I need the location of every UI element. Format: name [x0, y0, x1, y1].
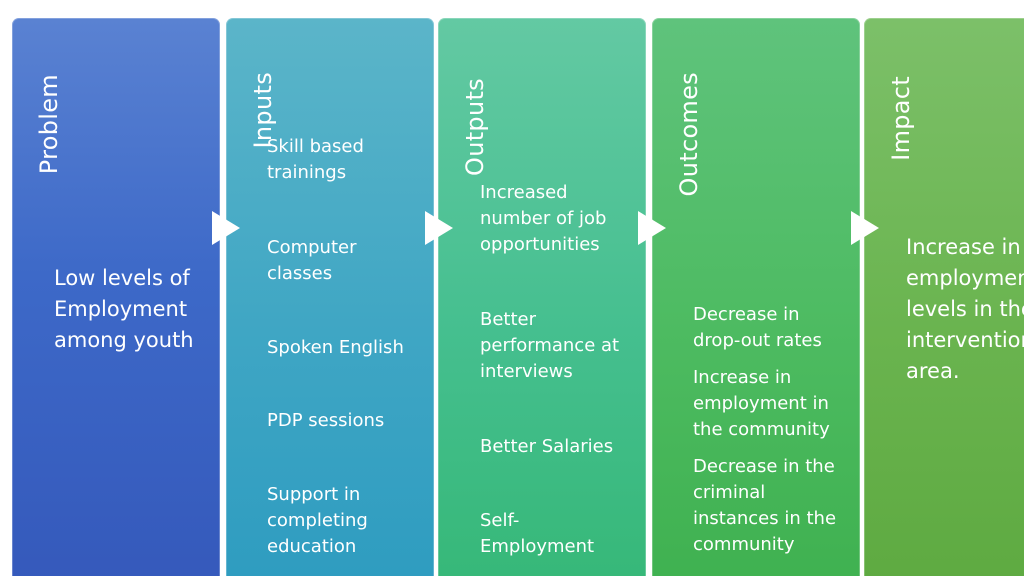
- impact-panel: Impact Increase in employment levels in …: [864, 18, 1024, 576]
- outputs-item: Better performance at interviews: [480, 309, 620, 382]
- outcomes-title: Outcomes: [675, 72, 703, 197]
- impact-text: Increase in employment levels in the int…: [906, 235, 1024, 383]
- outcomes-item: Decrease in the criminal instances in th…: [693, 456, 837, 555]
- outcomes-item: Decrease in drop-out rates: [693, 304, 822, 351]
- impact-title: Impact: [887, 76, 915, 161]
- right-arrow-icon: [212, 211, 240, 245]
- inputs-panel: Inputs Skill based trainings Computer cl…: [226, 18, 434, 576]
- outputs-item: Better Salaries: [480, 436, 614, 457]
- outputs-item: Self- Employment: [480, 510, 595, 557]
- inputs-item: Spoken English: [267, 337, 404, 358]
- inputs-item: Computer classes: [267, 237, 357, 284]
- outcomes-item: Increase in employment in the community: [693, 367, 830, 440]
- right-arrow-icon: [851, 211, 879, 245]
- inputs-item: Skill based trainings: [267, 136, 364, 183]
- outputs-title: Outputs: [461, 78, 489, 176]
- outcomes-panel: Outcomes Decrease in drop-out rates Incr…: [652, 18, 860, 576]
- problem-title: Problem: [35, 74, 63, 175]
- outputs-item: Increased number of job opportunities: [480, 182, 607, 255]
- inputs-item: PDP sessions: [267, 410, 385, 431]
- problem-text: Low levels of Employment among youth: [54, 266, 194, 352]
- problem-panel: Problem Low levels of Employment among y…: [12, 18, 220, 576]
- right-arrow-icon: [638, 211, 666, 245]
- inputs-item: Support in completing education: [267, 484, 368, 557]
- right-arrow-icon: [425, 211, 453, 245]
- outputs-panel: Outputs Increased number of job opportun…: [438, 18, 646, 576]
